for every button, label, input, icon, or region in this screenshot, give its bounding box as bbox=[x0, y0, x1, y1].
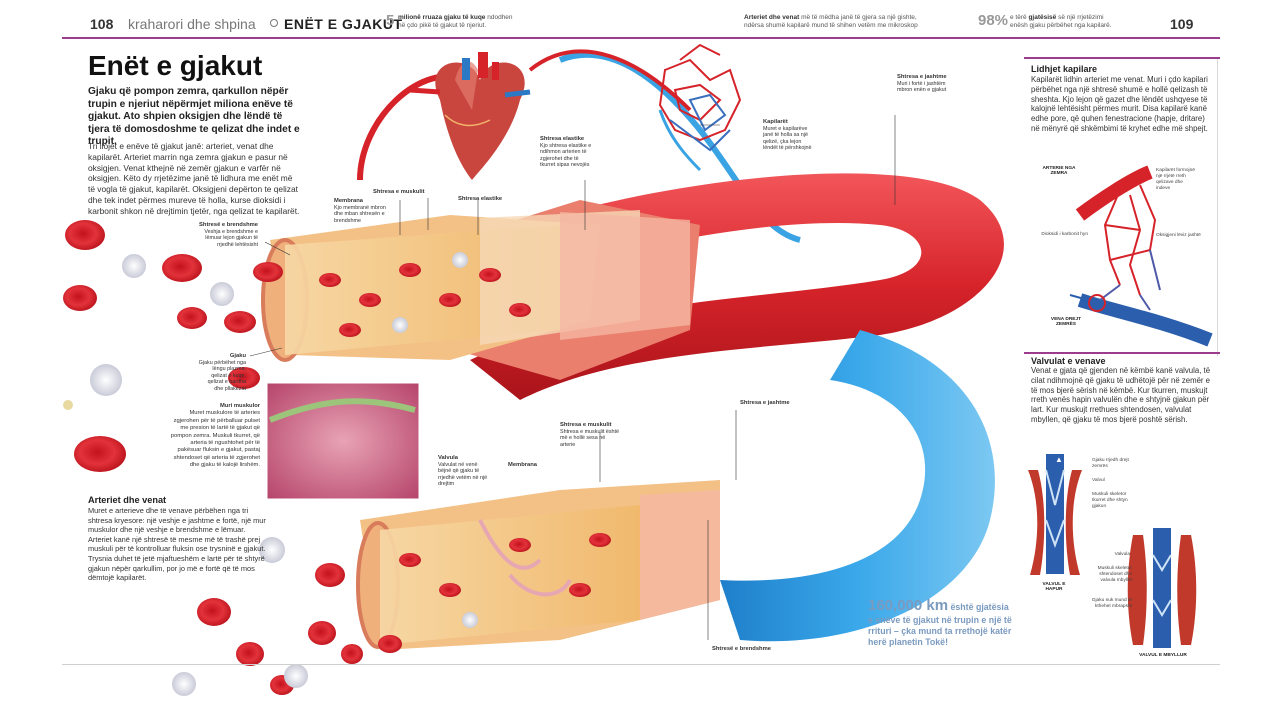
capillary-network-illustration bbox=[658, 43, 742, 172]
fact-percent: 98% bbox=[978, 12, 1009, 29]
blood-cells-in-vessels bbox=[319, 252, 611, 628]
stat-callout: 160,000 km është gjatësia e enëve të gja… bbox=[868, 597, 1014, 648]
valve-caption-open: VALVUL E HAPUR bbox=[1042, 582, 1066, 592]
label-shtresa-jashtme-mid: Shtresa e jashtme bbox=[740, 400, 790, 406]
label-membrana-mid: Membrana bbox=[508, 462, 537, 468]
label-shtresa-elastike-top: Shtresa elastike bbox=[458, 196, 503, 202]
capillary-bed-diagram bbox=[1069, 165, 1213, 347]
stat-text-d: herë planetin Tokë! bbox=[868, 637, 949, 647]
stat-text-c: rrituri – çka mund ta rrethojë katër bbox=[868, 626, 1012, 636]
label-leader-lines bbox=[249, 115, 896, 640]
valve-label-valvul: Valvul bbox=[1092, 478, 1105, 483]
capillary-label-oksigjeni: Oksigjeni lëviz jashtë bbox=[1156, 233, 1201, 238]
vein-tube bbox=[720, 330, 995, 642]
vein-valve-icon bbox=[478, 519, 542, 570]
valve-caption-closed: VALVUL E MBYLLUR bbox=[1139, 653, 1187, 658]
header-rule bbox=[62, 37, 1220, 39]
valve-box-title: Valvulat e venave bbox=[1031, 356, 1106, 366]
fact-number-5: 5 bbox=[386, 12, 395, 29]
valve-box-rule bbox=[1024, 352, 1220, 354]
header-fact-cells: milionë rruaza gjaku të kuqe ndodhen në … bbox=[398, 14, 513, 29]
body-paragraph: Tri llojet e enëve të gjakut janë: arter… bbox=[88, 141, 300, 216]
left-page-number: 108 bbox=[90, 16, 114, 32]
capillary-label-vena: VENA DREJT ZEMRËS bbox=[1050, 317, 1082, 327]
section-name: kraharori dhe shpina bbox=[128, 16, 256, 32]
label-shtresa-muskulit-top: Shtresa e muskulit bbox=[373, 189, 425, 195]
valve-label-muskul-shtendoset: Muskuli skeletor shtendoset dhe valvula … bbox=[1097, 566, 1132, 583]
capillary-label-kapilaret: Kapilarët formojnë një rrjetë rreth qeli… bbox=[1156, 168, 1195, 191]
section-bullet-icon bbox=[270, 19, 278, 27]
closed-valve-diagram bbox=[1127, 528, 1197, 648]
stat-number: 160,000 km bbox=[868, 597, 949, 614]
subsection-title: Arteriet dhe venat bbox=[88, 495, 167, 505]
svg-text:▲: ▲ bbox=[1055, 455, 1063, 464]
page-title: Enët e gjakut bbox=[88, 50, 263, 81]
subsection-body: Muret e arterieve dhe të venave përbëhen… bbox=[88, 506, 266, 583]
capillary-box-rule bbox=[1024, 57, 1220, 59]
heart-icon bbox=[409, 52, 531, 180]
header-fact-vessels: Arteriet dhe venat më të mëdha janë të g… bbox=[744, 14, 918, 29]
valve-label-valvula2: Valvula bbox=[1114, 552, 1130, 557]
stat-text-a: është gjatësia bbox=[948, 602, 1009, 612]
vein-cross-section bbox=[356, 480, 720, 650]
stat-text-b: e enëve të gjakut në trupin e një të bbox=[868, 615, 1012, 625]
right-page-number: 109 bbox=[1170, 16, 1194, 32]
valve-box-body: Venat e gjata që gjenden në këmbë kanë v… bbox=[1031, 366, 1211, 424]
label-shtresa-brendshme-bottom: Shtresë e brendshme bbox=[712, 646, 771, 652]
capillary-label-arteria: ARTERIE NGA ZEMRA bbox=[1042, 166, 1076, 176]
chapter-title: ENËT E GJAKUT bbox=[284, 16, 403, 32]
intro-paragraph: Gjaku që pompon zemra, qarkullon nëpër t… bbox=[88, 86, 300, 148]
header-fact-length: e tërë gjatësisë së një rrjetëzimi enësh… bbox=[1010, 14, 1112, 29]
capillary-box-title: Lidhjet kapilare bbox=[1031, 64, 1098, 74]
capillary-box-body: Kapilarët lidhin arteriet me venat. Muri… bbox=[1031, 75, 1208, 133]
valve-label-gjaku-drejt: Gjaku rrjedh drejt zemrës bbox=[1092, 458, 1129, 469]
capillary-box bbox=[1022, 58, 1218, 356]
valve-label-gjaku-nuk: Gjaku nuk mund të kthehet mbrapsht bbox=[1091, 598, 1132, 609]
capillary-label-dioksidi: Dioksidi i karbonit hyn bbox=[1041, 232, 1088, 237]
floating-blood-cells bbox=[63, 220, 402, 696]
footer-rule bbox=[62, 664, 1220, 665]
valve-label-muskul-tkurret: Muskuli skeletor tkurret dhe shtyn gjaku… bbox=[1092, 492, 1128, 509]
open-valve-diagram: ▲ bbox=[1028, 454, 1082, 575]
